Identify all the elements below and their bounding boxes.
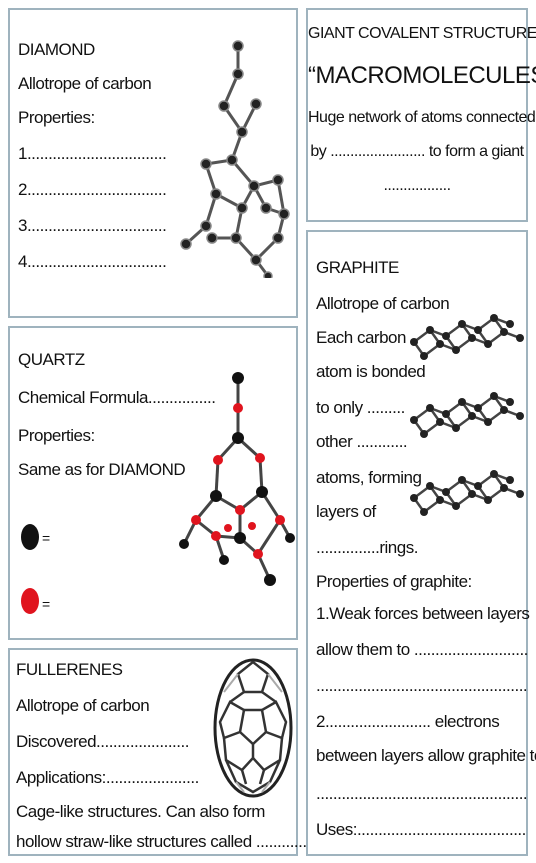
giant-title: GIANT COVALENT STRUCTURES — [308, 25, 536, 42]
diamond-allotrope: Allotrope of carbon — [18, 74, 152, 93]
graphite-line-1: Allotrope of carbon — [316, 294, 450, 313]
giant-subtitle: “MACROMOLECULES” — [308, 62, 536, 89]
legend-black-equals: = — [42, 530, 50, 546]
fullerenes-panel: FULLERENES Allotrope of carbon Discovere… — [8, 648, 328, 856]
graphite-line-12: ........................................… — [316, 676, 528, 695]
graphite-line-16: Uses:...................................… — [316, 820, 526, 839]
quartz-properties-label: Properties: — [18, 426, 95, 445]
fullerenes-discovered: Discovered...................... — [16, 732, 189, 751]
graphite-line-8: ...............rings. — [316, 538, 418, 557]
quartz-formula: Chemical Formula................ — [18, 388, 216, 407]
quartz-title: QUARTZ — [18, 350, 85, 369]
fullerenes-straw-like: hollow straw-like structures called ....… — [16, 832, 328, 851]
graphite-line-3: atom is bonded — [316, 362, 426, 381]
fullerenes-allotrope: Allotrope of carbon — [16, 696, 150, 715]
giant-line-3: ................. — [383, 177, 451, 194]
graphite-line-11: allow them to ..........................… — [316, 640, 528, 659]
diamond-properties-label: Properties: — [18, 108, 95, 127]
quartz-lattice-diagram — [179, 372, 295, 586]
graphite-line-13: 2......................... electrons — [316, 712, 500, 731]
graphite-line-15: ........................................… — [316, 784, 528, 803]
graphite-title: GRAPHITE — [316, 258, 399, 277]
diamond-property-4: 4................................. — [18, 252, 167, 271]
graphite-line-10: 1.Weak forces between layers — [316, 604, 530, 623]
graphite-line-4: to only ......... — [316, 398, 405, 417]
graphite-line-2: Each carbon — [316, 328, 406, 347]
legend-red-equals: = — [42, 596, 50, 612]
diamond-lattice-diagram — [180, 40, 290, 278]
graphite-line-6: atoms, forming — [316, 468, 422, 487]
buckyball-diagram — [213, 658, 293, 798]
fullerenes-title: FULLERENES — [16, 660, 123, 679]
fullerenes-cage-like: Cage-like structures. Can also form — [16, 802, 265, 821]
giant-line-2: by ........................ to form a gi… — [310, 143, 524, 160]
giant-covalent-panel: GIANT COVALENT STRUCTURES “MACROMOLECULE… — [306, 8, 536, 222]
diamond-property-2: 2................................. — [18, 180, 167, 199]
red-atom-legend-icon — [21, 588, 39, 614]
graphite-layers-diagram — [410, 312, 526, 518]
diamond-title: DIAMOND — [18, 40, 95, 59]
graphite-line-9: Properties of graphite: — [316, 572, 472, 591]
diamond-property-3: 3................................. — [18, 216, 167, 235]
diamond-property-1: 1................................. — [18, 144, 167, 163]
diamond-panel: DIAMOND Allotrope of carbon Properties: … — [8, 8, 298, 318]
graphite-line-7: layers of — [316, 502, 376, 521]
graphite-panel: GRAPHITE Allotrope of carbon Each carbon… — [306, 230, 536, 856]
fullerenes-applications: Applications:...................... — [16, 768, 199, 787]
graphite-line-5: other ............ — [316, 432, 408, 451]
quartz-same-as-diamond: Same as for DIAMOND — [18, 460, 186, 479]
giant-line-1: Huge network of atoms connected — [308, 109, 536, 126]
quartz-panel: QUARTZ Chemical Formula................ … — [8, 326, 298, 640]
graphite-line-14: between layers allow graphite to — [316, 746, 536, 765]
black-atom-legend-icon — [21, 524, 39, 550]
